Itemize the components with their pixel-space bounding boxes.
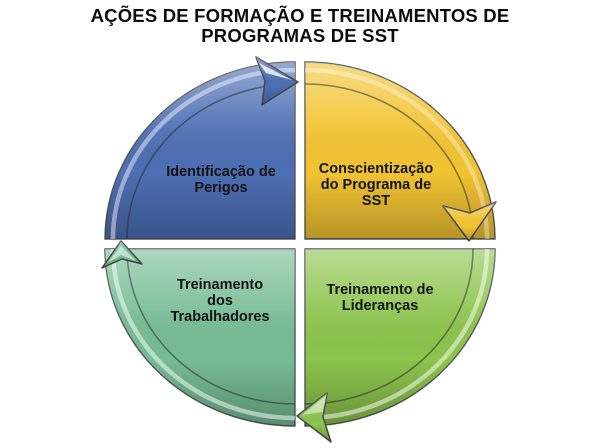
segment-top-right-band-line (304, 83, 474, 240)
segment-label-identificacao-perigos: Identificação de Perigos (166, 164, 276, 196)
segment-top-left-group (104, 56, 299, 240)
arrow-head-top-gloss (259, 63, 292, 80)
arrow-head-bottom-gloss (302, 396, 326, 415)
arrow-head-bottom-bevel (297, 393, 331, 442)
segment-top-right-gloss-arc (304, 67, 490, 240)
segment-top-left-gloss-arc (110, 67, 296, 240)
segment-bottom-right-group (296, 248, 496, 443)
diagram-title: AÇÕES DE FORMAÇÃO E TREINAMENTOS DE PROG… (90, 5, 510, 46)
segment-top-left-bevel (105, 62, 295, 239)
segment-bottom-right-bevel (305, 249, 495, 426)
segment-bottom-left-bevel (105, 249, 295, 426)
segment-label-treinamento-trabalhadores: Treinamento dos Trabalhadores (170, 277, 270, 325)
segment-bottom-right-gloss-arc (304, 248, 490, 421)
segment-bottom-left-band-line (126, 248, 296, 405)
segment-top-right-group (304, 61, 497, 242)
arrow-head-right-bevel (443, 202, 496, 241)
arrow-head-left-gloss (107, 246, 136, 263)
segment-label-conscientizacao-sst: Conscientização do Programa de SST (318, 161, 434, 209)
segment-top-right-bevel (305, 62, 495, 239)
segment-bottom-left-gloss-arc (110, 248, 296, 421)
segment-bottom-right-band-line (304, 248, 474, 405)
segment-bottom-left-group (101, 240, 296, 427)
segment-top-left-band-line (126, 83, 296, 240)
segment-label-treinamento-liderancas: Treinamento de Lideranças (326, 282, 434, 314)
